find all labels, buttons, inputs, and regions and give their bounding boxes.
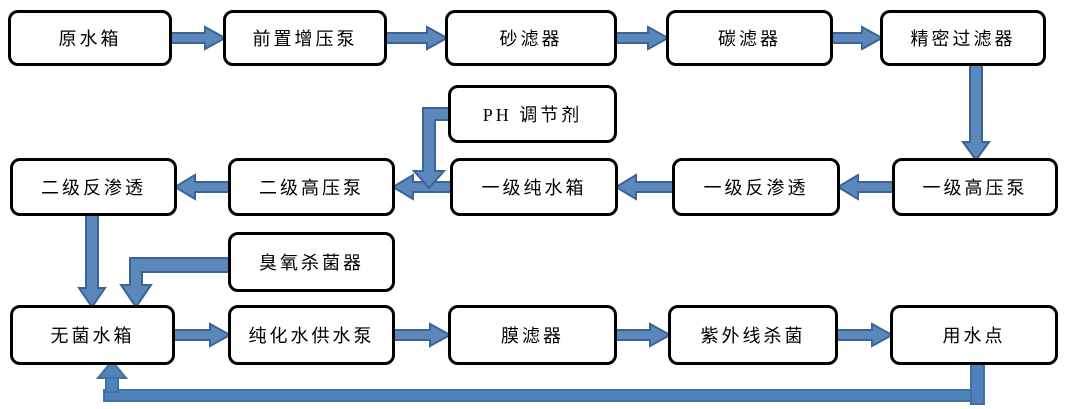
node-label: 原水箱 <box>58 29 122 49</box>
arrow-precision-filter-to-stage1-hp-pump <box>961 63 991 162</box>
node-precision-filter: 精密过滤器 <box>880 10 1046 66</box>
node-label: 一级反渗透 <box>703 178 809 198</box>
arrow-sterile-water-tank-to-purified-water-pump <box>172 322 233 348</box>
node-uv-sterilizer: 紫外线杀菌 <box>668 305 838 365</box>
arrow-pre-booster-pump-to-sand-filter <box>384 25 450 51</box>
arrow-raw-water-tank-to-pre-booster-pump <box>169 25 228 51</box>
node-label: 纯化水供水泵 <box>248 326 375 346</box>
arrow-ph-adjuster-elbow <box>411 107 451 190</box>
arrow-stage1-hp-pump-to-stage1-ro <box>836 173 895 201</box>
node-stage1-hp-pump: 一级高压泵 <box>892 158 1058 216</box>
node-label: 用水点 <box>942 326 1006 346</box>
node-label: 紫外线杀菌 <box>700 326 806 346</box>
arrow-stage2-ro-to-sterile-water-tank <box>77 213 107 309</box>
node-label: 精密过滤器 <box>910 29 1016 49</box>
arrow-stage2-hp-pump-to-stage2-ro <box>173 173 231 201</box>
node-carbon-filter: 碳滤器 <box>666 10 833 66</box>
node-sand-filter: 砂滤器 <box>445 10 617 66</box>
return-pipe-right-drop <box>970 363 985 405</box>
node-pre-booster-pump: 前置增压泵 <box>223 10 387 66</box>
node-label: 前置增压泵 <box>252 29 358 49</box>
arrow-sand-filter-to-carbon-filter <box>614 25 671 51</box>
node-label: 无菌水箱 <box>50 326 135 346</box>
node-label: 砂滤器 <box>499 29 563 49</box>
node-sterile-water-tank: 无菌水箱 <box>10 305 175 365</box>
arrow-membrane-filter-to-uv-sterilizer <box>614 322 673 348</box>
node-ph-adjuster: PH 调节剂 <box>448 85 617 143</box>
arrow-purified-water-pump-to-membrane-filter <box>392 322 453 348</box>
node-label: 臭氧杀菌器 <box>259 253 364 273</box>
node-label: 膜滤器 <box>501 326 564 346</box>
arrow-uv-sterilizer-to-use-point <box>835 322 895 348</box>
return-pipe-left-riser <box>105 377 119 393</box>
node-membrane-filter: 膜滤器 <box>448 305 617 365</box>
return-pipe-horizontal <box>103 389 981 402</box>
node-use-point: 用水点 <box>890 305 1058 365</box>
node-label: 碳滤器 <box>718 29 781 49</box>
arrow-ozone-sterilizer-elbow <box>119 257 231 309</box>
node-ozone-sterilizer: 臭氧杀菌器 <box>228 232 395 292</box>
node-raw-water-tank: 原水箱 <box>8 10 172 66</box>
node-stage1-pure-tank: 一级纯水箱 <box>450 158 618 216</box>
node-purified-water-pump: 纯化水供水泵 <box>228 305 395 365</box>
node-label: 一级高压泵 <box>922 178 1028 198</box>
arrow-carbon-filter-to-precision-filter <box>830 25 885 51</box>
node-label: 二级高压泵 <box>259 178 364 198</box>
node-label: PH 调节剂 <box>482 105 583 125</box>
return-pipe-arrowhead-up <box>95 359 129 379</box>
arrow-stage1-ro-to-stage1-pure-tank <box>614 173 675 201</box>
node-label: 二级反渗透 <box>41 178 146 198</box>
node-stage2-hp-pump: 二级高压泵 <box>228 158 395 216</box>
node-stage2-ro: 二级反渗透 <box>10 158 177 216</box>
node-label: 一级纯水箱 <box>481 178 587 198</box>
arrow-stage1-pure-tank-to-stage2-hp-pump <box>391 173 453 201</box>
node-stage1-ro: 一级反渗透 <box>672 158 840 216</box>
